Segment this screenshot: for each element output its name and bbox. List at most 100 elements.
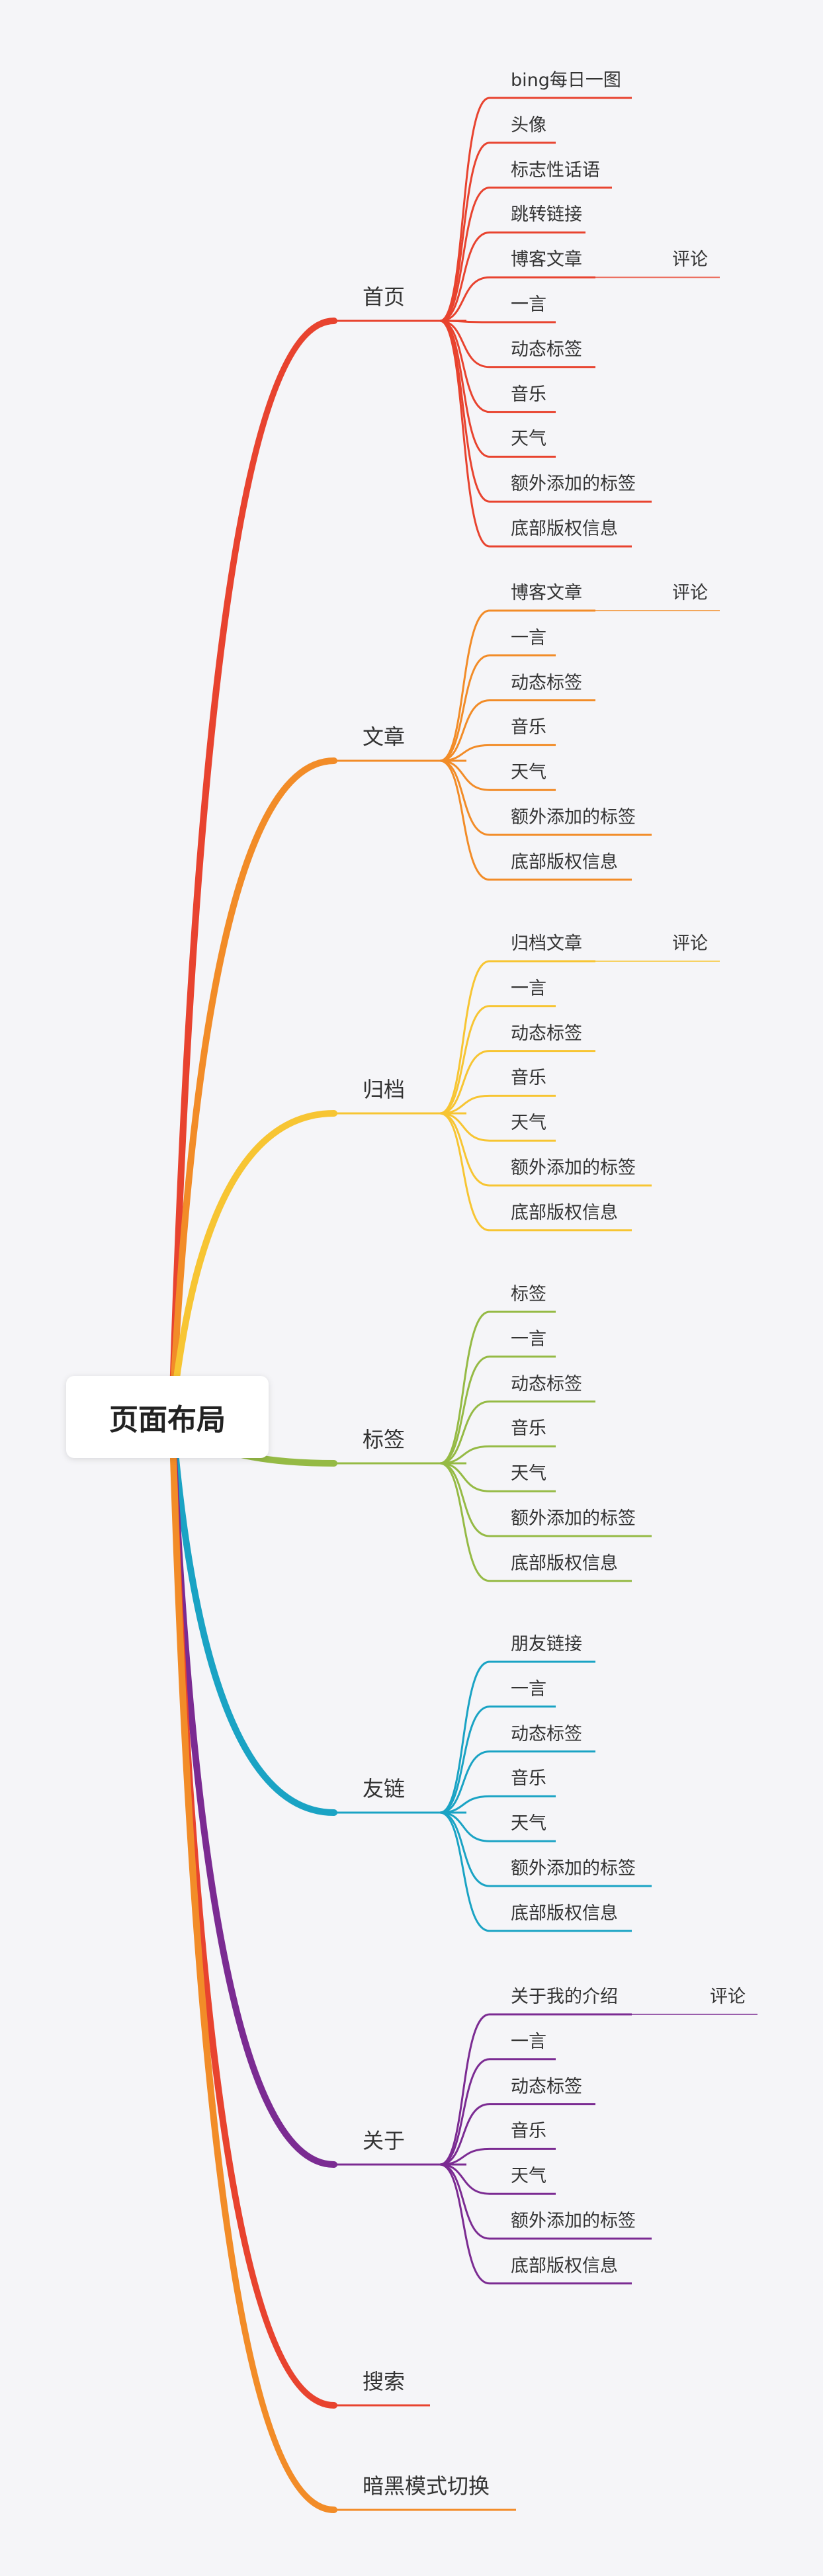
- branch-label[interactable]: 暗黑模式切换: [363, 2473, 490, 2499]
- child-label[interactable]: 动态标签: [511, 1723, 582, 1744]
- grandchild-label[interactable]: 评论: [672, 933, 708, 954]
- child-label[interactable]: 一言: [511, 627, 546, 648]
- child-curve: [439, 1005, 490, 1115]
- child-curve: [439, 1750, 490, 1814]
- child-label[interactable]: 音乐: [511, 1418, 546, 1439]
- child-curve: [439, 2163, 490, 2285]
- child-label[interactable]: 博客文章: [511, 583, 582, 603]
- child-curve: [439, 744, 490, 762]
- child-label[interactable]: 音乐: [511, 384, 546, 405]
- child-label[interactable]: 底部版权信息: [511, 1202, 618, 1223]
- child-label[interactable]: 额外添加的标签: [511, 807, 636, 828]
- child-label[interactable]: 一言: [511, 294, 546, 315]
- child-label[interactable]: 天气: [511, 1113, 546, 1134]
- child-curve: [439, 231, 490, 322]
- child-curve: [439, 1811, 490, 1887]
- child-connector: [439, 1112, 632, 1232]
- grandchild-label[interactable]: 评论: [672, 583, 708, 603]
- child-label[interactable]: 底部版权信息: [511, 519, 618, 539]
- child-label[interactable]: 底部版权信息: [511, 1903, 618, 1924]
- child-label[interactable]: 动态标签: [511, 672, 582, 693]
- child-label[interactable]: 天气: [511, 1463, 546, 1484]
- child-label[interactable]: 底部版权信息: [511, 2255, 618, 2276]
- child-label[interactable]: 音乐: [511, 1768, 546, 1789]
- child-curve: [439, 759, 490, 791]
- child-label[interactable]: 底部版权信息: [511, 1553, 618, 1574]
- child-curve: [439, 320, 490, 368]
- branch-label[interactable]: 关于: [363, 2128, 406, 2153]
- child-label[interactable]: 额外添加的标签: [511, 2211, 636, 2231]
- child-curve: [439, 654, 490, 762]
- child-label[interactable]: 动态标签: [511, 339, 582, 360]
- branch-label[interactable]: 友链: [363, 1776, 406, 1801]
- child-connector: [439, 759, 632, 881]
- child-label[interactable]: 归档文章: [511, 933, 582, 954]
- child-label[interactable]: 标签: [511, 1284, 546, 1305]
- child-label[interactable]: 一言: [511, 1678, 546, 1699]
- child-curve: [439, 1355, 490, 1465]
- child-connector: [439, 1811, 556, 1842]
- child-connector: [439, 1462, 556, 1492]
- branch-label[interactable]: 首页: [363, 284, 406, 310]
- child-label[interactable]: 音乐: [511, 1068, 546, 1089]
- child-label[interactable]: 头像: [511, 114, 546, 136]
- child-connector: [439, 1811, 652, 1887]
- child-label[interactable]: 额外添加的标签: [511, 474, 636, 495]
- child-label[interactable]: 额外添加的标签: [511, 1158, 636, 1178]
- child-connector: [439, 320, 595, 368]
- child-label[interactable]: 音乐: [511, 717, 546, 738]
- branch-label[interactable]: 文章: [363, 724, 406, 750]
- child-curve: [439, 1112, 490, 1187]
- child-label[interactable]: 天气: [511, 429, 546, 450]
- child-curve: [439, 1705, 490, 1814]
- child-curve: [439, 320, 490, 413]
- child-label[interactable]: 天气: [511, 2166, 546, 2187]
- child-label[interactable]: 关于我的介绍: [511, 1987, 618, 2007]
- child-connector: [439, 2163, 632, 2285]
- child-curve: [439, 1050, 490, 1115]
- child-connector: [439, 1660, 595, 1814]
- child-label[interactable]: 天气: [511, 1813, 546, 1834]
- branch-curve: [169, 318, 337, 1419]
- child-label[interactable]: 底部版权信息: [511, 851, 618, 873]
- child-curve: [439, 1811, 490, 1842]
- branch-label[interactable]: 归档: [363, 1077, 406, 1102]
- child-curve: [439, 2058, 490, 2166]
- child-curve: [439, 1660, 490, 1814]
- child-label[interactable]: 一言: [511, 1328, 546, 1350]
- child-label[interactable]: 标志性话语: [511, 159, 600, 181]
- child-curve: [439, 960, 490, 1115]
- branch-1: [169, 757, 466, 1419]
- child-connector: [439, 320, 556, 413]
- child-curve: [439, 1462, 490, 1537]
- child-curve: [439, 1462, 490, 1582]
- child-connector: [439, 142, 556, 322]
- child-label[interactable]: 动态标签: [511, 2076, 582, 2097]
- grandchild-label[interactable]: 评论: [710, 1987, 746, 2007]
- child-label[interactable]: 一言: [511, 2031, 546, 2052]
- child-curve: [439, 320, 490, 323]
- branch-curve: [169, 1110, 337, 1419]
- grandchild-label[interactable]: 评论: [672, 249, 708, 271]
- child-label[interactable]: 动态标签: [511, 1373, 582, 1395]
- child-label[interactable]: 一言: [511, 978, 546, 999]
- child-label[interactable]: 额外添加的标签: [511, 1858, 636, 1879]
- child-label[interactable]: 动态标签: [511, 1023, 582, 1044]
- child-connector: [439, 759, 556, 791]
- child-label[interactable]: 跳转链接: [511, 204, 582, 226]
- child-curve: [439, 759, 490, 881]
- branch-label[interactable]: 标签: [363, 1427, 406, 1452]
- child-curve: [439, 1811, 490, 1932]
- child-label[interactable]: 朋友链接: [511, 1634, 582, 1654]
- child-curve: [439, 2163, 490, 2240]
- child-label[interactable]: bing每日一图: [511, 70, 621, 91]
- branch-label[interactable]: 搜索: [363, 2369, 406, 2394]
- root-node[interactable]: 页面布局: [66, 1376, 269, 1458]
- branch-curve: [169, 1412, 337, 1816]
- child-curve: [439, 1112, 490, 1232]
- child-label[interactable]: 博客文章: [511, 249, 582, 271]
- child-label[interactable]: 额外添加的标签: [511, 1508, 636, 1529]
- child-label[interactable]: 天气: [511, 762, 546, 783]
- child-label[interactable]: 音乐: [511, 2121, 546, 2142]
